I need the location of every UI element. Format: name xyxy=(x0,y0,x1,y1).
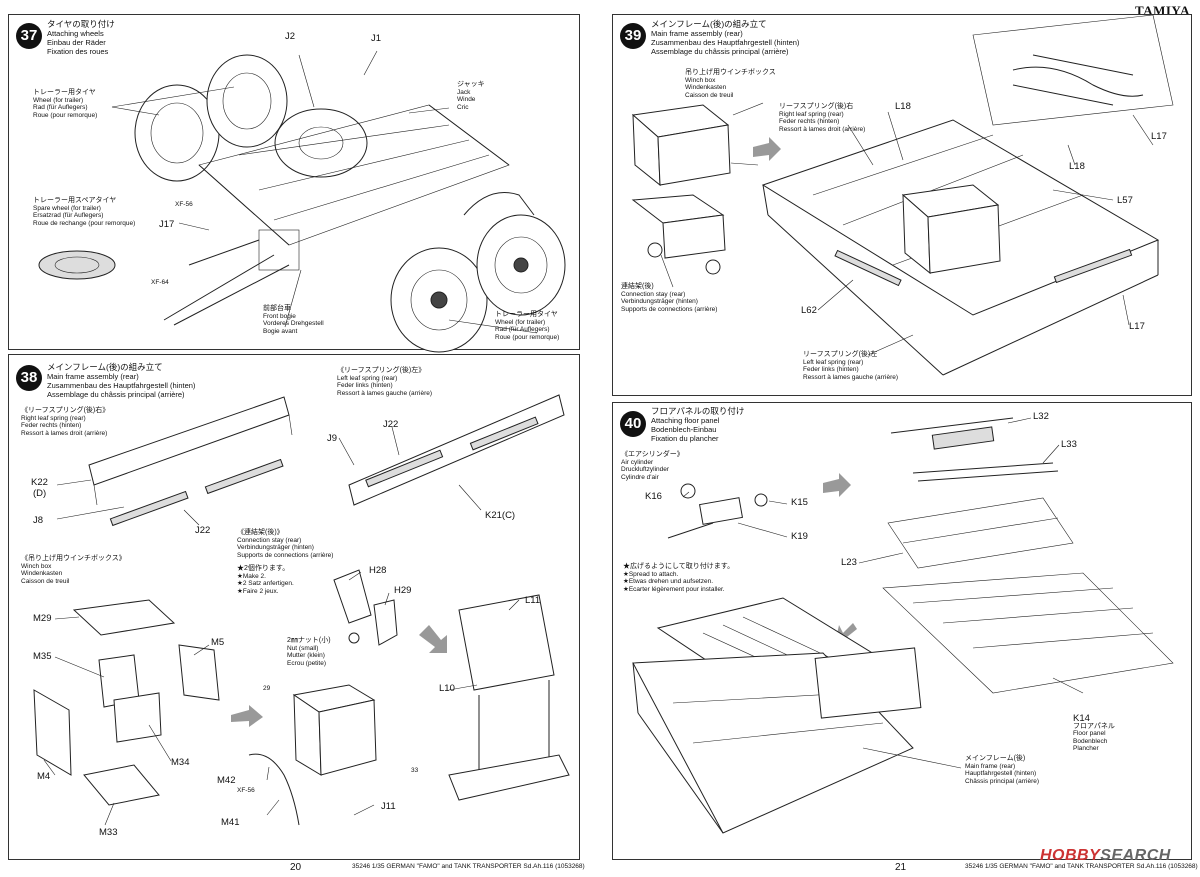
step-number: 39 xyxy=(620,23,646,49)
part-L18: L18 xyxy=(895,101,911,112)
left-spring-label: 《リーフスプリング(後)左》 Left leaf spring (rear) F… xyxy=(337,367,433,397)
part-L10: L10 xyxy=(439,683,455,694)
right-spring-label: リーフスプリング(後)右 Right leaf spring (rear) Fe… xyxy=(779,103,866,133)
part-label: J2 xyxy=(285,31,296,42)
trailer-wheel-label-2: トレーラー用タイヤ Wheel (for trailer) Rad (für A… xyxy=(495,311,560,341)
part-K19: K19 xyxy=(791,531,808,542)
connection-stay-label: 連結架(後) Connection stay (rear) Verbindung… xyxy=(621,283,718,313)
title-de: Bodenblech-Einbau xyxy=(651,425,717,434)
jack-label: ジャッキ Jack Winde Cric xyxy=(457,81,485,111)
callout-33: 33 xyxy=(411,767,419,774)
trailer-chassis-illustration xyxy=(38,50,566,353)
page-number-right: 21 xyxy=(895,862,907,873)
step-number: 38 xyxy=(16,365,42,391)
trailer-wheel-label: トレーラー用タイヤ Wheel (for trailer) Rad (für A… xyxy=(33,89,98,119)
main-frame-label: メインフレーム(後) Main frame (rear) Hauptfahrge… xyxy=(965,755,1040,785)
part-K21C: K21(C) xyxy=(485,510,516,521)
title-en: Attaching wheels xyxy=(47,29,104,38)
front-bogie-label: 前部台車 Front bogie Vorderes Drehgestell Bo… xyxy=(263,305,324,335)
step-37-panel: 37 タイヤの取り付け Attaching wheels Einbau der … xyxy=(8,14,580,353)
hobby-search-watermark: HOBBYSEARCH xyxy=(1040,847,1171,865)
winch-box-label: 吊り上げ用ウインチボックス Winch box Windenkasten Cai… xyxy=(685,69,776,99)
part-L17: L17 xyxy=(1129,321,1145,332)
title-fr: Fixation des roues xyxy=(47,47,109,56)
right-spring-label: 《リーフスプリング(後)右》 Right leaf spring (rear) … xyxy=(21,407,110,437)
title-en: Main frame assembly (rear) xyxy=(47,372,139,381)
watermark-suffix: SEARCH xyxy=(1100,847,1171,864)
part-K16: K16 xyxy=(645,491,662,502)
step-40-panel: 40 フロアパネルの取り付け Attaching floor panel Bod… xyxy=(612,402,1192,860)
part-label: J17 xyxy=(159,219,175,230)
title-jp: タイヤの取り付け xyxy=(47,19,115,29)
watermark-prefix: HOBBY xyxy=(1040,847,1101,864)
title-de: Zusammenbau des Hauptfahrgestell (hinten… xyxy=(651,38,800,47)
connection-stay-label: 《連結架(後)》 Connection stay (rear) Verbindu… xyxy=(237,529,334,559)
part-L18: L18 xyxy=(1069,161,1085,172)
part-H28: H28 xyxy=(369,565,387,576)
make-two-note: ★2個作ります。 ★Make 2. ★2 Satz anfertigen. ★F… xyxy=(237,565,294,595)
part-M4: M4 xyxy=(37,771,51,782)
title-en: Main frame assembly (rear) xyxy=(651,29,743,38)
part-L33: L33 xyxy=(1061,439,1077,450)
footer-right: 35246 1/35 GERMAN "FAMO" and TANK TRANSP… xyxy=(965,863,1198,870)
part-L62: L62 xyxy=(801,305,817,316)
paint-code: XF-56 xyxy=(237,787,255,794)
step-title: フロアパネルの取り付け Attaching floor panel Bodenb… xyxy=(651,406,745,444)
rear-frame-assembly-illustration xyxy=(631,14,1174,376)
paint-code: XF-64 xyxy=(151,279,169,286)
part-L11: L11 xyxy=(525,595,541,606)
title-fr: Fixation du plancher xyxy=(651,434,719,443)
paint-code: XF-56 xyxy=(175,201,193,208)
part-K22: K22 xyxy=(31,477,48,488)
title-jp: メインフレーム(後)の組み立て xyxy=(47,362,163,372)
step-number: 40 xyxy=(620,411,646,437)
part-M42: M42 xyxy=(217,775,236,786)
part-L17: L17 xyxy=(1151,131,1167,142)
part-L57: L57 xyxy=(1117,195,1133,206)
step-39-panel: 39 メインフレーム(後)の組み立て Main frame assembly (… xyxy=(612,14,1192,396)
part-L23: L23 xyxy=(841,557,857,568)
part-M29: M29 xyxy=(33,613,52,624)
step-title: メインフレーム(後)の組み立て Main frame assembly (rea… xyxy=(47,362,196,400)
part-M33: M33 xyxy=(99,827,118,838)
title-en: Attaching floor panel xyxy=(651,416,720,425)
title-jp: メインフレーム(後)の組み立て xyxy=(651,19,767,29)
footer-left: 35246 1/35 GERMAN "FAMO" and TANK TRANSP… xyxy=(352,863,585,870)
title-de: Einbau der Räder xyxy=(47,38,106,47)
spread-note: ★広げるようにして取り付けます。 ★Spread to attach. ★Etw… xyxy=(623,563,735,593)
step-38-panel: 38 メインフレーム(後)の組み立て Main frame assembly (… xyxy=(8,354,580,860)
part-M5: M5 xyxy=(211,637,225,648)
left-spring-label: リーフスプリング(後)左 Left leaf spring (rear) Fed… xyxy=(803,351,899,381)
title-fr: Assemblage du châssis principal (arrière… xyxy=(47,390,185,399)
part-D: (D) xyxy=(33,488,47,499)
part-label: J1 xyxy=(371,33,382,44)
step-title: メインフレーム(後)の組み立て Main frame assembly (rea… xyxy=(651,19,800,57)
nut-label: 2㎜ナット(小) Nut (small) Mutter (klein) Ecro… xyxy=(287,637,331,667)
part-J22: J22 xyxy=(195,525,211,536)
page-number-left: 20 xyxy=(290,862,302,873)
title-jp: フロアパネルの取り付け xyxy=(651,406,745,416)
part-L32: L32 xyxy=(1033,411,1049,422)
leaf-spring-and-winch-illustration xyxy=(33,394,570,826)
air-cylinder-label: 《エアシリンダー》 Air cylinder Druckluftzylinder… xyxy=(621,451,684,481)
part-M35: M35 xyxy=(33,651,52,662)
floor-panel-illustration xyxy=(632,417,1174,834)
part-J8: J8 xyxy=(33,515,44,526)
title-fr: Assemblage du châssis principal (arrière… xyxy=(651,47,789,56)
part-K15: K15 xyxy=(791,497,808,508)
step-number: 37 xyxy=(16,23,42,49)
spare-wheel-label: トレーラー用スペアタイヤ Spare wheel (for trailer) E… xyxy=(33,197,136,227)
callout-29: 29 xyxy=(263,685,271,692)
floor-panel-label: K14 フロアパネル Floor panel Bodenblech Planch… xyxy=(1073,713,1115,753)
step-title: タイヤの取り付け Attaching wheels Einbau der Räd… xyxy=(47,19,115,57)
winch-box-label: 《吊り上げ用ウインチボックス》 Winch box Windenkasten C… xyxy=(21,555,126,585)
part-J11: J11 xyxy=(381,801,396,812)
title-de: Zusammenbau des Hauptfahrgestell (hinten… xyxy=(47,381,196,390)
part-H29: H29 xyxy=(394,585,412,596)
part-J9: J9 xyxy=(327,433,338,444)
part-M41: M41 xyxy=(221,817,240,828)
part-J22: J22 xyxy=(383,419,399,430)
part-M34: M34 xyxy=(171,757,190,768)
